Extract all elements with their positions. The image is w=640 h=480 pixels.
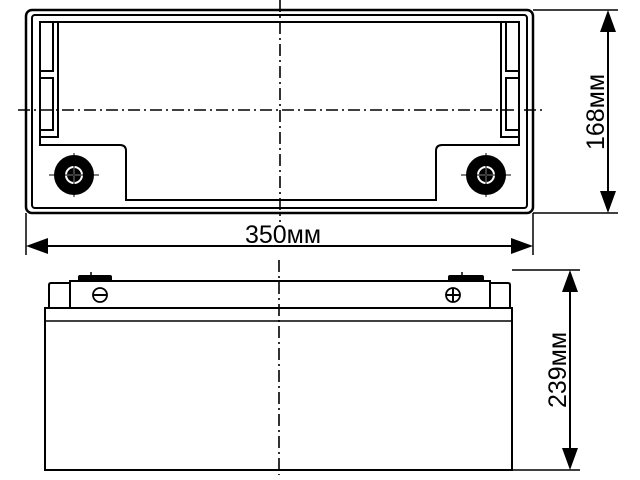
width-label: 168мм: [582, 74, 610, 150]
battery-lid: [69, 280, 491, 309]
plus-symbol: [445, 287, 461, 303]
positive-terminal-side: [448, 275, 484, 281]
height-label: 239мм: [544, 332, 572, 408]
negative-terminal-side: [78, 275, 112, 281]
height-dimension: 239мм: [512, 269, 580, 471]
lid-recess: [39, 21, 520, 201]
minus-symbol: [92, 287, 108, 303]
left-handle-slot: [40, 21, 59, 138]
side-view: [44, 260, 513, 475]
length-label: 350мм: [245, 221, 321, 249]
positive-terminal-top: [461, 153, 511, 197]
width-dimension: 168мм: [533, 9, 618, 214]
length-dimension: 350мм: [25, 213, 534, 255]
negative-terminal-top: [49, 153, 99, 197]
right-handle-slot: [500, 21, 519, 138]
top-view: [18, 0, 545, 222]
